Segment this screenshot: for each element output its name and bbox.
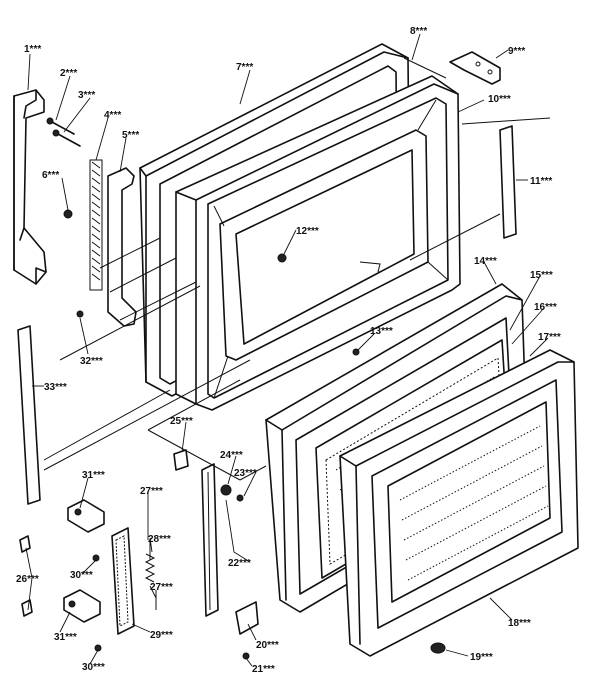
- label-part-31b: 31***: [54, 632, 77, 643]
- label-part-5: 5***: [122, 130, 139, 141]
- part-side-strip: [499, 125, 517, 239]
- label-part-18: 18***: [508, 618, 531, 629]
- part-inner-door-panel: [175, 75, 461, 411]
- label-part-16: 16***: [534, 302, 557, 313]
- label-part-29: 29***: [150, 630, 173, 641]
- part-handle-bracket: [107, 167, 137, 327]
- label-part-12: 12***: [296, 226, 319, 237]
- part-hinge-plate: [449, 51, 501, 85]
- label-part-17: 17***: [538, 332, 561, 343]
- label-part-9: 9***: [508, 46, 525, 57]
- part-insulation-strip: [89, 159, 103, 291]
- label-part-8: 8***: [410, 26, 427, 37]
- part-handle: [13, 89, 47, 285]
- label-part-21: 21***: [252, 664, 275, 675]
- label-part-19: 19***: [470, 652, 493, 663]
- label-part-26: 26***: [16, 574, 39, 585]
- part-side-trim: [17, 325, 41, 505]
- label-part-6: 6***: [42, 170, 59, 181]
- label-part-24: 24***: [220, 450, 243, 461]
- label-part-1: 1***: [24, 44, 41, 55]
- label-part-33: 33***: [44, 382, 67, 393]
- label-part-15: 15***: [530, 270, 553, 281]
- label-part-27b: 27***: [150, 582, 173, 593]
- assembly-guide-lines: [43, 57, 551, 481]
- label-part-31a: 31***: [82, 470, 105, 481]
- label-part-14: 14***: [474, 256, 497, 267]
- part-screw-19: [430, 642, 446, 654]
- part-window-frame: [339, 349, 579, 657]
- part-screw-6: [63, 209, 73, 219]
- label-part-4: 4***: [104, 110, 121, 121]
- part-hinge-assembly: [19, 310, 259, 660]
- label-part-7: 7***: [236, 62, 253, 73]
- label-part-10: 10***: [488, 94, 511, 105]
- label-part-30a: 30***: [70, 570, 93, 581]
- label-part-27a: 27***: [140, 486, 163, 497]
- label-part-2: 2***: [60, 68, 77, 79]
- label-part-3: 3***: [78, 90, 95, 101]
- leader-lines: [25, 33, 549, 667]
- label-part-13: 13***: [370, 326, 393, 337]
- label-part-23: 23***: [234, 468, 257, 479]
- label-part-22: 22***: [228, 558, 251, 569]
- part-handle-screws: [46, 117, 81, 147]
- part-labels: 1*** 2*** 3*** 4*** 5*** 6*** 7*** 8*** …: [16, 26, 561, 675]
- label-part-32: 32***: [80, 356, 103, 367]
- label-part-11: 11***: [530, 176, 552, 187]
- label-part-30b: 30***: [82, 662, 105, 673]
- label-part-28: 28***: [148, 534, 171, 545]
- label-part-25: 25***: [170, 416, 193, 427]
- label-part-20: 20***: [256, 640, 279, 651]
